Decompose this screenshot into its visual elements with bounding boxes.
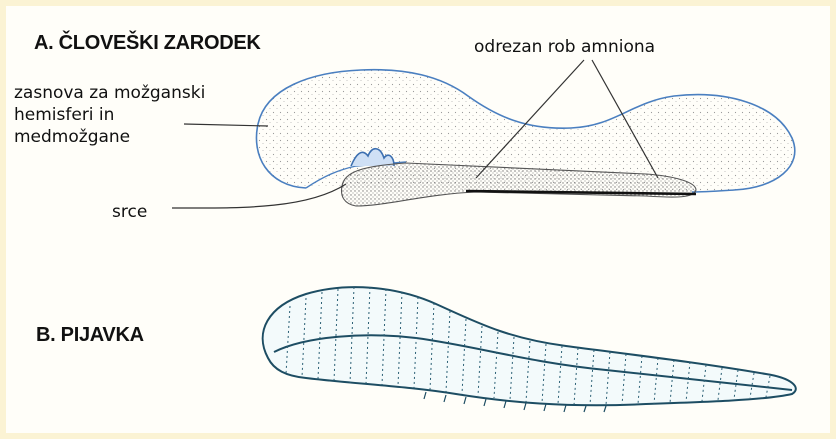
section-b-title: B. PIJAVKA [36, 324, 144, 347]
label-brain-line-1: zasnova za možganski [14, 82, 205, 104]
label-amnion-edge: odrezan rob amniona [474, 36, 655, 58]
label-brain-primordium: zasnova za možganski hemisferi in medmož… [14, 82, 205, 148]
label-heart: srce [112, 201, 147, 223]
leech-drawing [263, 287, 796, 412]
embryo-drawing [256, 70, 794, 206]
label-brain-line-2: hemisferi in [14, 104, 205, 126]
label-brain-line-3: medmožgane [14, 126, 205, 148]
section-a-title: A. ČLOVEŠKI ZARODEK [34, 32, 261, 55]
figure-stage: A. ČLOVEŠKI ZARODEK zasnova za možganski… [6, 6, 836, 439]
